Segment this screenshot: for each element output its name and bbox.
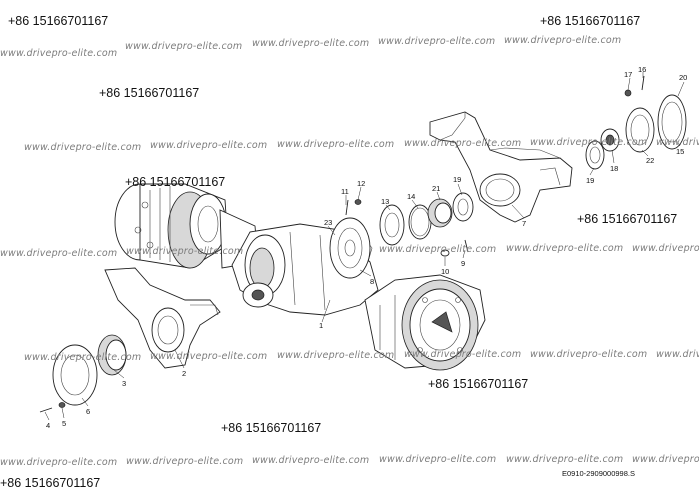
watermark: www.drivepro-elite.com — [150, 351, 268, 362]
watermark: www.drivepro-elite.com — [0, 457, 118, 468]
seal-parts-right — [585, 75, 687, 170]
part-number-16: 16 — [638, 65, 646, 74]
part-number-15: 15 — [676, 147, 684, 156]
watermark: www.drivepro-elite.com — [656, 137, 699, 148]
leader-lines — [44, 72, 685, 421]
phone-label: +86 15166701167 — [8, 14, 109, 28]
phone-label: +86 15166701167 — [540, 14, 641, 28]
watermark: www.drivepro-elite.com — [126, 456, 244, 467]
part-number-8: 8 — [370, 277, 374, 286]
part-number-18: 18 — [610, 164, 618, 173]
watermark: www.drivepro-elite.com — [277, 350, 395, 361]
watermark: www.drivepro-elite.com — [150, 140, 268, 151]
phone-label: +86 15166701167 — [125, 175, 226, 189]
flange-plate-8 — [329, 217, 371, 279]
seal-parts-center — [345, 192, 474, 257]
part-number-6: 6 — [86, 407, 90, 416]
seal-parts-left — [39, 334, 127, 413]
part-number-19-b: 19 — [453, 175, 461, 184]
watermark: www.drivepro-elite.com — [24, 142, 142, 153]
watermark: www.drivepro-elite.com — [656, 349, 699, 360]
watermark: www.drivepro-elite.com — [24, 352, 142, 363]
watermark: www.drivepro-elite.com — [252, 38, 370, 49]
watermark: www.drivepro-elite.com — [252, 455, 370, 466]
watermark: www.drivepro-elite.com — [379, 244, 497, 255]
watermark: www.drivepro-elite.com — [125, 41, 243, 52]
part-number-5: 5 — [62, 419, 66, 428]
part-number-7: 7 — [522, 219, 526, 228]
part-number-1: 1 — [319, 321, 323, 330]
left-hub-assembly — [114, 183, 259, 269]
watermark: www.drivepro-elite.com — [404, 349, 522, 360]
phone-label: +86 15166701167 — [221, 421, 322, 435]
watermark: www.drivepro-elite.com — [0, 48, 118, 59]
phone-label: +86 15166701167 — [99, 86, 200, 100]
watermark: www.drivepro-elite.com — [378, 36, 496, 47]
drawing-code: E0910-2909000998.S — [562, 469, 635, 478]
part-number-4: 4 — [46, 421, 50, 430]
watermark: www.drivepro-elite.com — [277, 139, 395, 150]
part-number-13: 13 — [381, 197, 389, 206]
watermark: www.drivepro-elite.com — [0, 248, 118, 259]
part-number-21: 21 — [432, 184, 440, 193]
part-number-11: 11 — [341, 187, 349, 196]
watermark: www.drivepro-elite.com — [632, 243, 699, 254]
watermark: www.drivepro-elite.com — [126, 246, 244, 257]
part-number-20: 20 — [679, 73, 687, 82]
watermark: www.drivepro-elite.com — [506, 454, 624, 465]
phone-label: +86 15166701167 — [428, 377, 529, 391]
part-number-12: 12 — [357, 179, 365, 188]
part-number-14: 14 — [407, 192, 415, 201]
part-number-19: 19 — [586, 176, 594, 185]
watermark: www.drivepro-elite.com — [504, 35, 622, 46]
watermark: www.drivepro-elite.com — [530, 349, 648, 360]
part-number-10: 10 — [441, 267, 449, 276]
part-number-17: 17 — [624, 70, 632, 79]
part-number-22: 22 — [646, 156, 654, 165]
part-number-9: 9 — [461, 259, 465, 268]
watermark: www.drivepro-elite.com — [506, 243, 624, 254]
watermark: www.drivepro-elite.com — [404, 138, 522, 149]
watermark: www.drivepro-elite.com — [632, 454, 699, 465]
part-number-labels: 1 2 3 4 5 6 7 8 9 10 11 12 13 14 15 16 1… — [46, 65, 687, 430]
watermark: www.drivepro-elite.com — [530, 137, 648, 148]
bracket-2 — [104, 267, 221, 369]
bracket-7 — [429, 111, 573, 223]
phone-label: +86 15166701167 — [0, 476, 101, 490]
part-number-3: 3 — [122, 379, 126, 388]
right-hub-assembly — [364, 274, 486, 371]
watermark: www.drivepro-elite.com — [379, 454, 497, 465]
phone-label: +86 15166701167 — [577, 212, 678, 226]
part-number-2: 2 — [182, 369, 186, 378]
part-number-23: 23 — [324, 218, 332, 227]
